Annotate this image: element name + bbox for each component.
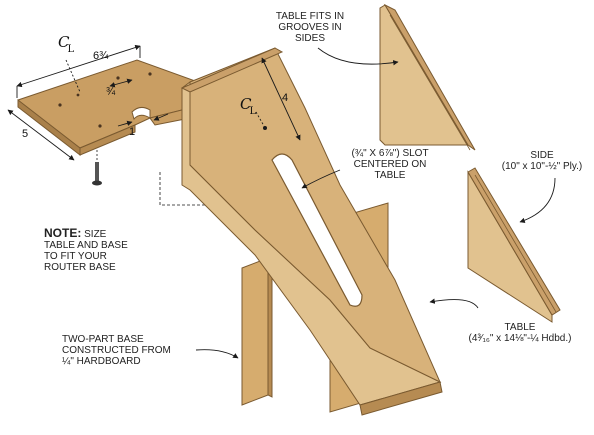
label-slot: (¾" x 6⅞") SLOT CENTERED ON TABLE: [351, 148, 429, 181]
dim-width: 6¾: [93, 50, 109, 62]
side-foot: [359, 381, 443, 416]
base-plate: [17, 59, 206, 157]
table-slot: [271, 153, 363, 307]
base-dimensions: [7, 44, 169, 161]
label-note: NOTE: SIZE TABLE AND BASE TO FIT YOUR RO…: [44, 226, 128, 273]
leader-lines: [195, 47, 556, 359]
centerline-mark-table: CL: [240, 95, 257, 117]
dim-slot-position: 4: [282, 92, 289, 104]
table-center-mark: [263, 126, 267, 130]
base-hole: [116, 76, 120, 80]
dim-offset: ¾: [106, 86, 116, 98]
base-front-edge: [79, 124, 136, 156]
screw-icon: [92, 150, 102, 186]
base-notch: [131, 106, 151, 121]
base-hole: [58, 103, 62, 107]
ply-edge: [180, 47, 284, 93]
label-table: TABLE (4³⁄₁₆" x 14⅛"-¼ Hdbd.): [468, 322, 572, 344]
dim-notch: 1: [129, 126, 136, 138]
side-upper-groove: [383, 3, 476, 151]
table-dimension: [255, 57, 301, 141]
base-hole: [98, 124, 102, 128]
centerline-mark-base: CL: [58, 33, 75, 55]
base-hole: [76, 93, 80, 97]
separate-side-panel: [379, 3, 561, 323]
base-left-top: [17, 59, 199, 149]
side-lower-face: [467, 170, 553, 323]
label-two-part-base: TWO-PART BASE CONSTRUCTED FROM ¼" HARDBO…: [62, 334, 171, 367]
dim-depth: 5: [22, 128, 29, 140]
label-side: SIDE (10" x 10"-½" Ply.): [501, 150, 583, 172]
base-hole: [148, 72, 152, 76]
assembled-side: [180, 47, 443, 416]
label-table-fits: TABLE FITS IN GROOVES IN SIDES: [275, 11, 345, 44]
front-base-piece: [241, 257, 273, 406]
